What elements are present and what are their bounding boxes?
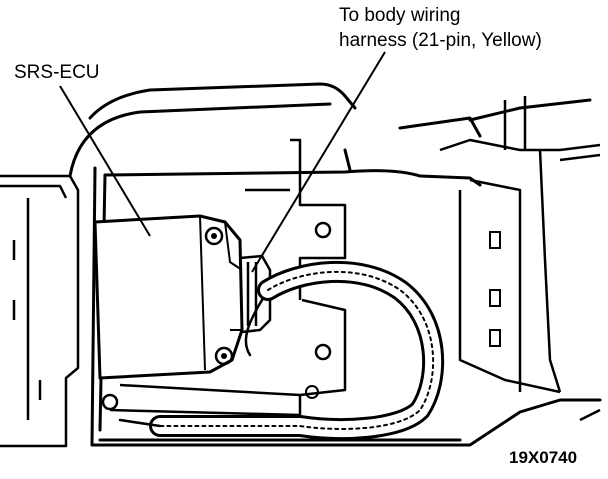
bracket-slots [489,231,501,347]
leader-line-harness [251,51,386,273]
bolt-hole-front [305,385,319,399]
right-console-wall [439,96,601,422]
srs-ecu-box [93,214,244,380]
ecu-mounting-bolt-upper-center [211,233,217,239]
bolt-hole-lower [314,343,332,361]
wiring-harness [118,260,445,440]
console-outline [68,82,602,447]
leader-line-srs-ecu [59,85,151,237]
bolt-hole-left [101,393,119,411]
mounting-bracket [109,138,347,417]
srs-ecu-label: SRS-ECU [14,62,100,83]
figure-code: 19X0740 [509,448,578,467]
bolt-hole-upper [314,221,332,239]
harness-label-line-1: To body wiring [339,5,461,26]
ecu-mounting-bolt-upper [204,226,224,246]
ecu-mounting-bolt-lower-center [221,353,227,359]
harness-label-line-2: harness (21-pin, Yellow) [339,30,542,51]
ecu-mounting-bolt-lower [214,346,234,366]
